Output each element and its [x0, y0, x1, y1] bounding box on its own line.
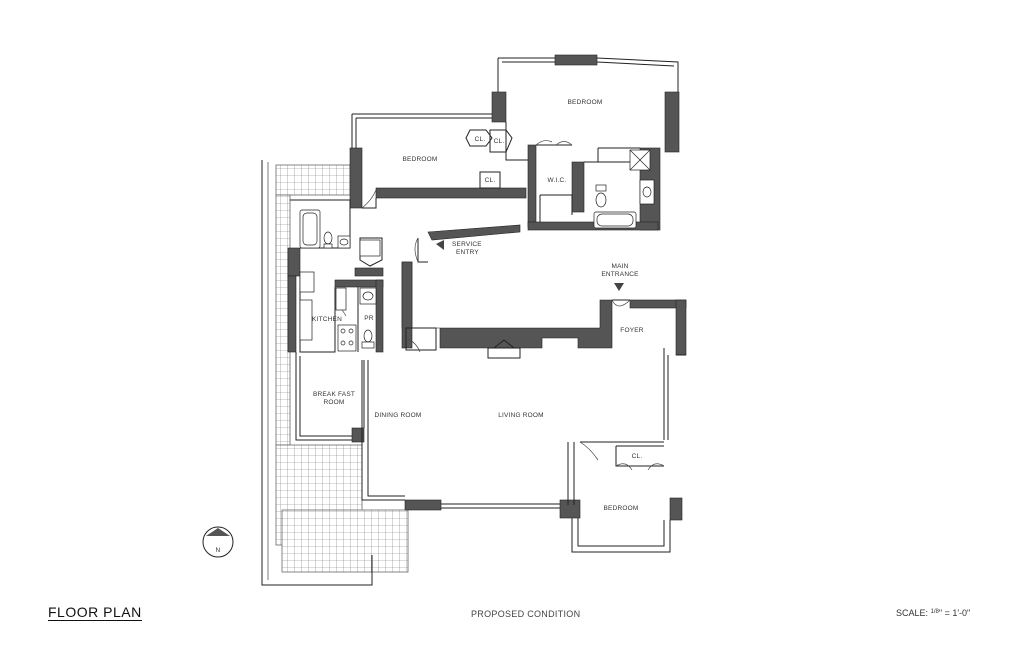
scale-fraction: 1/8 [930, 609, 939, 615]
closet-label-3: CL. [485, 177, 496, 184]
main-entrance-marker [614, 283, 624, 291]
main-entrance-label-1: MAIN [611, 263, 628, 270]
breakfast-room-label-1: BREAK FAST [313, 391, 355, 398]
powder-room-label: PR [364, 315, 374, 322]
wic-label: W.I.C. [548, 177, 567, 184]
scale-suffix: " = 1'-0" [938, 608, 971, 618]
scale-numerator: 1 [930, 609, 934, 615]
north-arrow: N [202, 526, 234, 558]
service-entry-marker [436, 240, 444, 250]
fixtures [299, 149, 655, 352]
entrance-markers [436, 240, 624, 291]
closet-label-4: CL. [632, 453, 643, 460]
bedroom-top-label: BEDROOM [568, 99, 603, 106]
bedroom-left-label: BEDROOM [403, 156, 438, 163]
scale-denominator: 8 [935, 609, 939, 615]
bedroom-bottom-label: BEDROOM [604, 505, 639, 512]
plan-title: FLOOR PLAN [48, 604, 142, 621]
service-entry-label-1: SERVICE [452, 241, 482, 248]
main-entrance-label-2: ENTRANCE [601, 271, 639, 278]
living-room-label: LIVING ROOM [498, 412, 544, 419]
kitchen-label: KITCHEN [312, 316, 342, 323]
floor-plan: N BEDROOM BEDROOM BEDROOM CL. CL. CL. CL… [202, 54, 687, 586]
closet-label-1: CL. [475, 136, 486, 143]
dining-room-label: DINING ROOM [375, 412, 422, 419]
room-labels: BEDROOM BEDROOM BEDROOM CL. CL. CL. CL. … [312, 99, 644, 512]
plan-scale: SCALE: 1/8" = 1'-0" [896, 608, 970, 618]
breakfast-room-label-2: ROOM [323, 399, 344, 406]
scale-prefix: SCALE: [896, 608, 931, 618]
foyer-label: FOYER [620, 327, 643, 334]
plan-subtitle: PROPOSED CONDITION [471, 609, 581, 619]
north-label: N [216, 547, 221, 554]
terrace [261, 160, 409, 586]
service-entry-label-2: ENTRY [456, 249, 479, 256]
walls [287, 54, 687, 521]
closet-label-2: CL. [494, 138, 505, 145]
